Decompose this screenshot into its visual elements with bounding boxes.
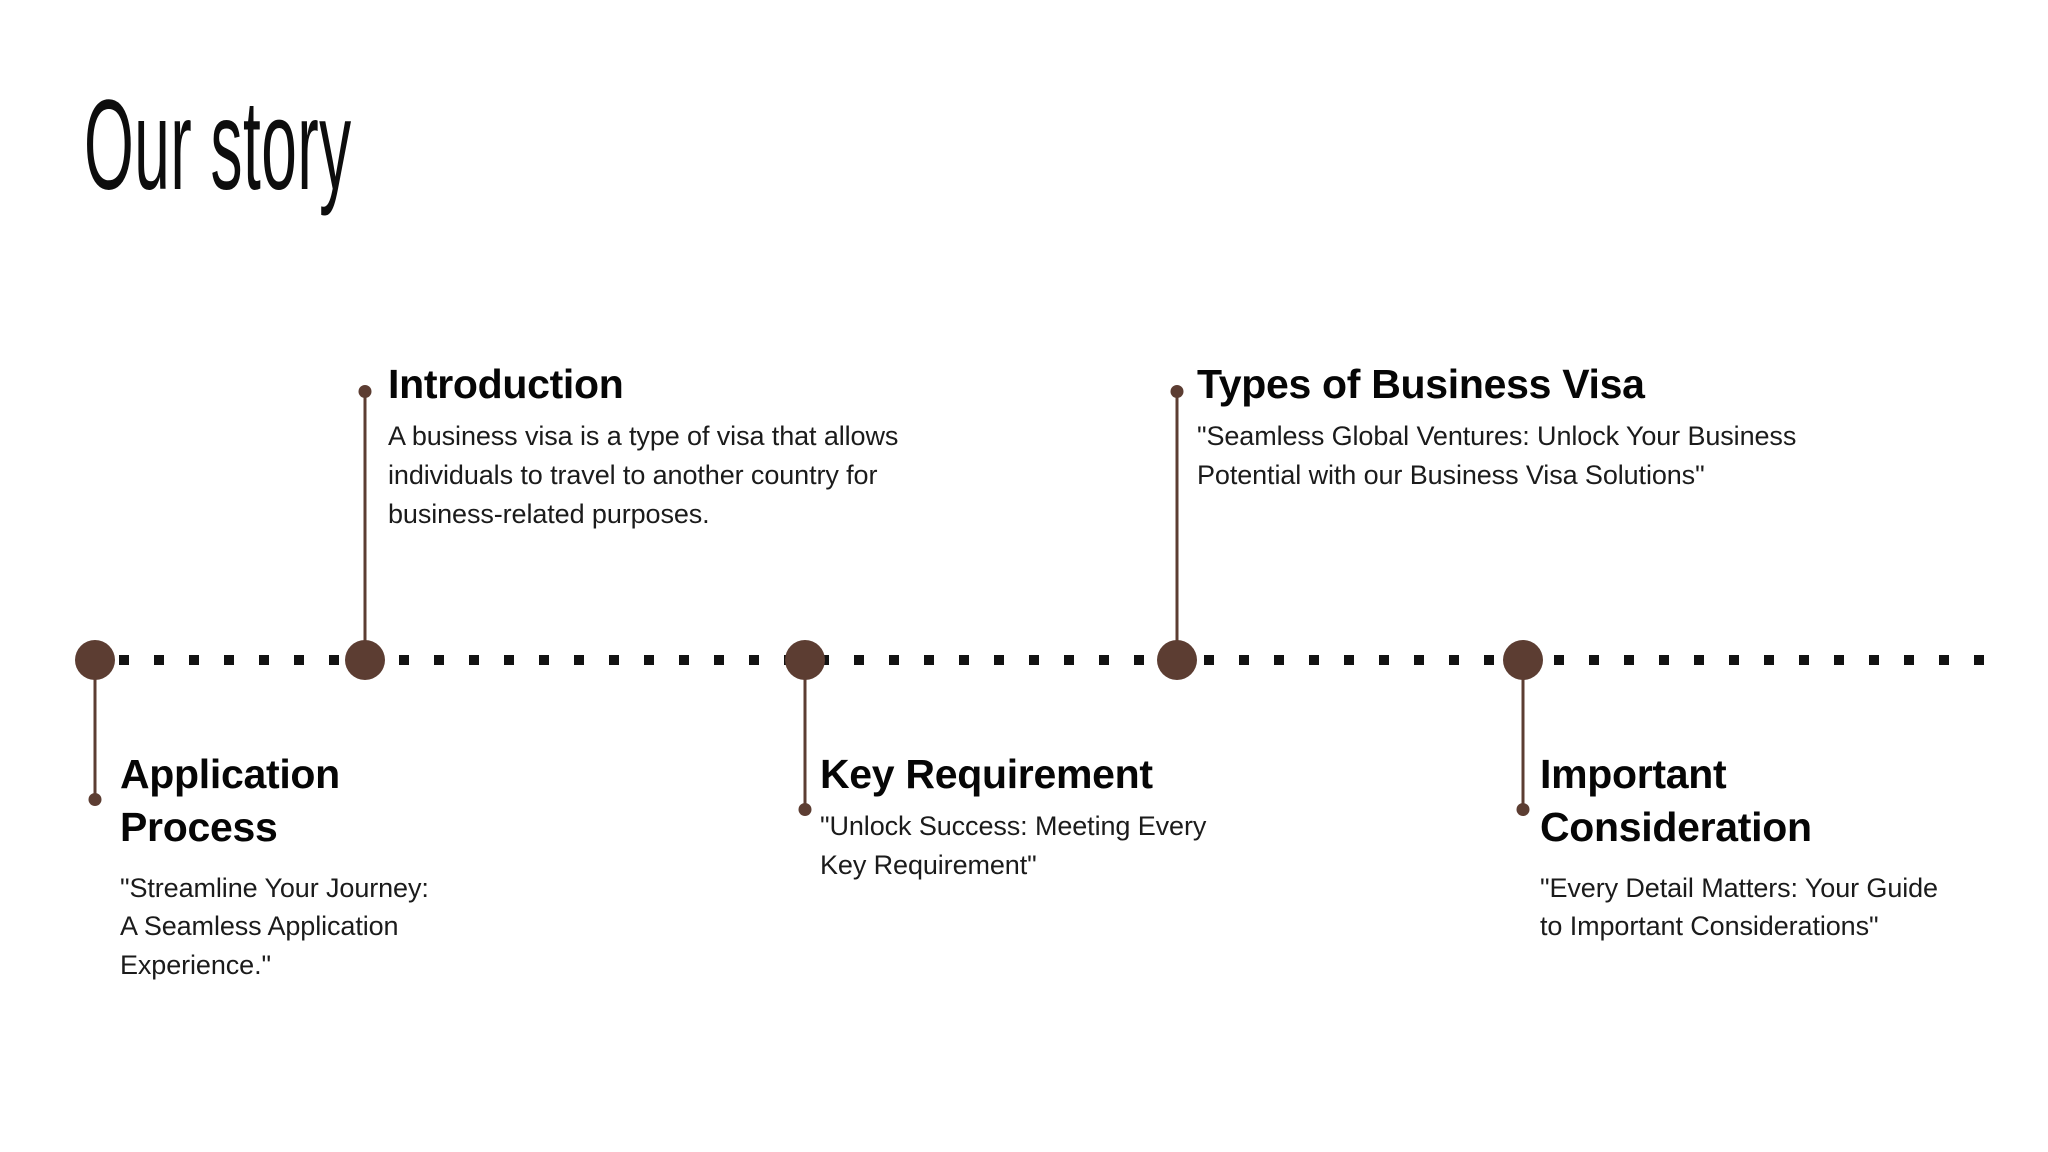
timeline-marker-5[interactable] bbox=[1503, 640, 1543, 680]
timeline-item-body: "Seamless Global Ventures: Unlock Your B… bbox=[1197, 421, 1797, 491]
timeline-item-body: "Every Detail Matters: Your Guide to Imp… bbox=[1540, 872, 1938, 942]
timeline-item-introduction: Introduction A business visa is a type o… bbox=[388, 358, 948, 534]
timeline-marker-2[interactable] bbox=[345, 640, 385, 680]
timeline-item-body: A business visa is a type of visa that a… bbox=[388, 421, 899, 530]
timeline-item-key-requirement: Key Requirement "Unlock Success: Meeting… bbox=[820, 748, 1240, 885]
connector-endcap-4 bbox=[1170, 385, 1184, 398]
timeline-item-application-process: Application Process "Streamline Your Jou… bbox=[120, 748, 450, 985]
timeline-item-heading: Types of Business Visa bbox=[1197, 361, 1645, 407]
page-title: Our story bbox=[84, 74, 352, 217]
timeline-item-heading: Introduction bbox=[388, 361, 624, 407]
timeline-item-heading: Application Process bbox=[120, 751, 340, 851]
timeline-dotted-line bbox=[84, 655, 2004, 665]
connector-stem-4 bbox=[1175, 390, 1179, 662]
timeline-item-body: "Streamline Your Journey: A Seamless App… bbox=[120, 872, 429, 981]
connector-stem-2 bbox=[363, 390, 367, 662]
timeline-marker-4[interactable] bbox=[1157, 640, 1197, 680]
timeline-item-heading: Important Consideration bbox=[1540, 751, 1812, 851]
connector-stem-5 bbox=[1521, 660, 1525, 810]
connector-endcap-3 bbox=[798, 803, 812, 816]
connector-endcap-5 bbox=[1516, 803, 1530, 816]
connector-endcap-1 bbox=[88, 793, 102, 806]
timeline-item-important-consideration: Important Consideration "Every Detail Ma… bbox=[1540, 748, 1960, 946]
connector-endcap-2 bbox=[358, 385, 372, 398]
timeline-marker-3[interactable] bbox=[785, 640, 825, 680]
timeline-item-types-of-business-visa: Types of Business Visa "Seamless Global … bbox=[1197, 358, 1822, 495]
connector-stem-3 bbox=[803, 660, 807, 810]
timeline-item-heading: Key Requirement bbox=[820, 751, 1153, 797]
timeline-marker-1[interactable] bbox=[75, 640, 115, 680]
connector-stem-1 bbox=[93, 660, 97, 800]
timeline-item-body: "Unlock Success: Meeting Every Key Requi… bbox=[820, 811, 1207, 881]
timeline-axis bbox=[84, 655, 2004, 665]
